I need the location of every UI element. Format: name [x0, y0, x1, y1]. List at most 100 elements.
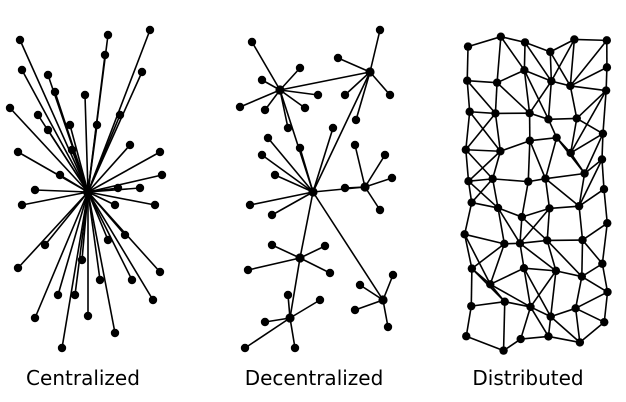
- edge: [544, 178, 551, 209]
- edge: [465, 111, 471, 150]
- edge: [546, 240, 557, 272]
- node: [243, 265, 253, 275]
- edge: [574, 276, 583, 309]
- label-centralized: Centralized: [26, 366, 140, 390]
- node: [235, 102, 245, 112]
- edge: [569, 39, 576, 86]
- edge: [471, 178, 494, 204]
- node: [40, 240, 50, 250]
- node: [17, 65, 27, 75]
- node: [260, 317, 270, 327]
- node: [275, 85, 285, 95]
- node: [597, 155, 607, 164]
- edge: [546, 208, 551, 241]
- edge: [523, 267, 552, 317]
- node: [463, 76, 472, 85]
- node: [155, 267, 165, 277]
- node: [145, 25, 155, 35]
- node: [460, 230, 469, 239]
- node: [496, 147, 505, 156]
- node: [571, 304, 580, 313]
- edge: [21, 69, 89, 193]
- node: [385, 90, 395, 100]
- edge: [529, 136, 557, 142]
- edge: [337, 57, 371, 73]
- edge: [9, 107, 89, 193]
- edge: [463, 233, 491, 285]
- edge: [344, 71, 371, 96]
- edge: [261, 154, 314, 193]
- node: [315, 295, 325, 305]
- node: [313, 90, 323, 100]
- node: [496, 32, 506, 41]
- node: [601, 86, 611, 95]
- edge: [497, 207, 523, 218]
- edge: [492, 178, 529, 183]
- edge: [581, 275, 608, 293]
- edge: [467, 79, 498, 84]
- edge: [523, 268, 532, 308]
- edge: [244, 317, 291, 349]
- edge: [576, 117, 604, 135]
- edge: [274, 174, 314, 193]
- edge: [87, 191, 101, 281]
- edge: [364, 177, 393, 188]
- edge: [500, 139, 531, 153]
- edge: [602, 90, 607, 134]
- edge: [465, 149, 494, 180]
- edge: [469, 111, 501, 152]
- edge: [549, 51, 572, 87]
- edge: [529, 306, 550, 337]
- edge: [569, 118, 578, 154]
- node: [570, 35, 579, 44]
- edge: [603, 291, 609, 323]
- label-distributed: Distributed: [472, 366, 584, 390]
- node: [263, 133, 273, 143]
- edge: [251, 41, 281, 91]
- edge: [524, 41, 551, 53]
- edge: [87, 144, 131, 193]
- node: [598, 259, 607, 268]
- edge: [87, 124, 98, 193]
- node: [13, 263, 23, 273]
- node: [517, 212, 527, 222]
- edge: [74, 191, 89, 296]
- edge: [519, 242, 557, 272]
- edge: [519, 239, 548, 245]
- edge: [529, 140, 547, 179]
- edge: [583, 133, 604, 174]
- edge: [545, 172, 585, 180]
- node: [566, 81, 575, 91]
- edge: [504, 300, 531, 308]
- node: [5, 103, 15, 113]
- edge: [279, 89, 306, 109]
- node: [295, 253, 305, 263]
- edge: [569, 66, 608, 87]
- node: [110, 328, 120, 338]
- edge: [601, 159, 605, 190]
- node: [546, 312, 555, 321]
- edge: [465, 149, 470, 182]
- edge: [464, 233, 505, 245]
- centralized-network: [5, 25, 167, 353]
- node: [70, 290, 80, 300]
- node: [67, 145, 77, 155]
- edge: [61, 191, 89, 349]
- edge: [87, 191, 109, 241]
- edge: [579, 321, 605, 344]
- edge: [87, 174, 163, 193]
- node: [603, 287, 612, 297]
- edge: [87, 191, 116, 334]
- node: [55, 170, 65, 180]
- edge: [87, 191, 133, 281]
- node: [270, 170, 280, 180]
- edge: [19, 39, 89, 193]
- edge: [465, 335, 504, 352]
- edge: [271, 244, 301, 259]
- edge: [21, 191, 89, 206]
- node: [100, 50, 110, 60]
- edge: [469, 110, 496, 115]
- edge: [500, 36, 526, 71]
- node: [575, 338, 585, 347]
